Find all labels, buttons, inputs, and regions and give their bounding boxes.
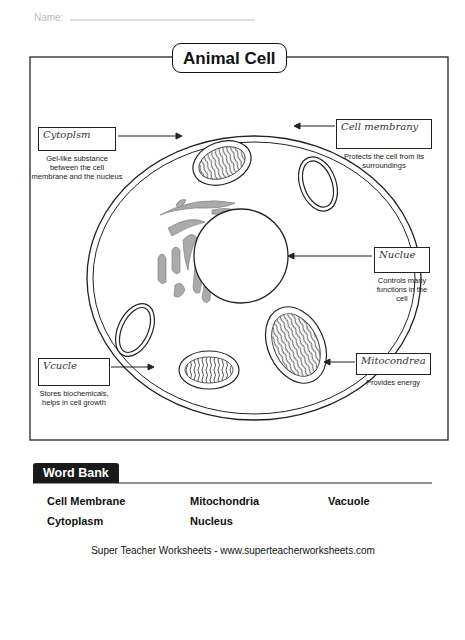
word-bank-term: Cell Membrane [47, 495, 125, 507]
cell-membrane [87, 136, 421, 420]
answer-box: Vcucle [38, 358, 110, 386]
callout-mitochondria: MitocondreaProvides energy [356, 350, 430, 387]
word-bank-band: Word Bank [33, 463, 119, 483]
answer-box: Cell membrany [336, 119, 432, 149]
band-title: Word Bank [33, 463, 119, 483]
answer-box: Cytoplsm [38, 127, 116, 151]
frame [30, 57, 448, 440]
name-field: Name: [34, 12, 63, 23]
callout-vacuole: VcucleStores biochemicals, helps in cell… [38, 355, 120, 407]
answer-box: Nuclue [374, 247, 430, 273]
leader-line [111, 123, 372, 370]
nucleus [194, 209, 288, 303]
answer-box: Mitocondrea [356, 353, 431, 375]
name-line [70, 20, 255, 21]
description: Provides energy [356, 378, 430, 387]
word-bank-term: Vacuole [328, 495, 370, 507]
footer-credit: Super Teacher Worksheets - www.superteac… [91, 545, 375, 556]
description: Protects the cell from its surroundings [334, 152, 434, 170]
vacuole [108, 152, 345, 363]
title: Animal Cell [172, 43, 287, 73]
word-bank-term: Cytoplasm [47, 515, 103, 527]
description: Controls many functions in the cell [372, 276, 432, 303]
description: Gel-like substance between the cell memb… [31, 154, 123, 181]
callout-cytoplasm: CytoplsmGel-like substance between the c… [38, 124, 130, 181]
description: Stores biochemicals, helps in cell growt… [33, 389, 115, 407]
word-bank-term: Mitochondria [190, 495, 259, 507]
word-bank-term: Nucleus [190, 515, 233, 527]
callout-nucleus: NuclueControls many functions in the cel… [374, 244, 434, 303]
callout-cell-membrane: Cell membranyProtects the cell from its … [336, 116, 436, 170]
